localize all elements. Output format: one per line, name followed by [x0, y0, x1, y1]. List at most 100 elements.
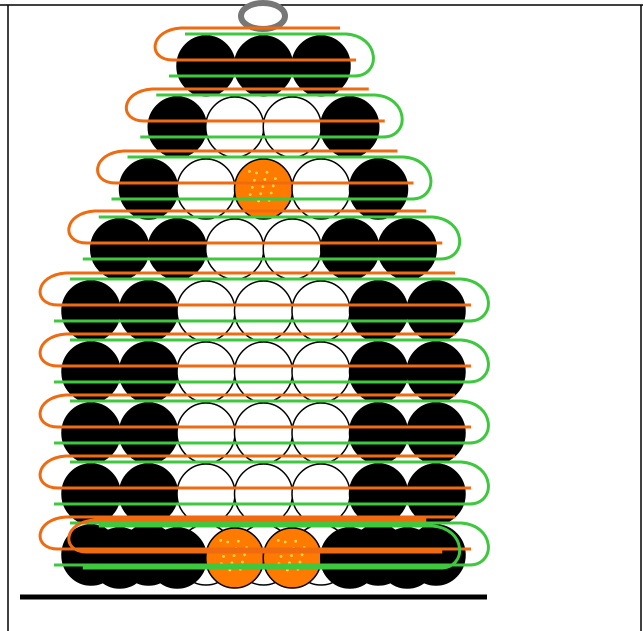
bead-white — [176, 341, 236, 403]
bead-dot — [274, 177, 277, 181]
bead-black — [61, 463, 121, 525]
bead-white — [176, 463, 236, 525]
green-thread-segment — [54, 521, 490, 567]
bead-dot — [269, 191, 273, 195]
bead-dot — [276, 539, 280, 542]
bead-black — [320, 96, 380, 158]
bead-black — [320, 527, 380, 589]
bead-dot — [230, 561, 234, 565]
bead-dot — [248, 193, 252, 197]
bead-white — [262, 218, 322, 280]
bead-black — [406, 341, 466, 403]
bead-black — [377, 218, 437, 280]
bead-dot — [288, 561, 291, 565]
bead-black — [348, 402, 409, 464]
bead-dot — [259, 192, 263, 196]
orange-thread-segment — [38, 393, 471, 429]
bead-dot — [265, 170, 269, 174]
bead-white — [205, 218, 265, 280]
bead-white — [291, 402, 351, 464]
bead-black — [377, 527, 437, 589]
bead-dot — [279, 555, 283, 558]
bead-black — [176, 35, 236, 97]
green-thread-segment — [169, 32, 375, 78]
bead-black — [348, 463, 409, 525]
bead-black — [147, 218, 207, 280]
bead-dot — [255, 171, 258, 175]
bead-white — [233, 402, 294, 464]
bead-white — [291, 463, 351, 525]
bead-grid — [61, 35, 466, 589]
green-thread-segment — [54, 399, 490, 445]
green-thread-segment — [140, 93, 404, 139]
bead-black — [61, 402, 121, 464]
bead-black — [348, 158, 409, 220]
bead-dot — [300, 553, 304, 557]
bead-black — [118, 341, 179, 403]
bead-dot — [236, 539, 240, 543]
bead-dot — [248, 170, 251, 173]
hanging-ring-icon — [238, 0, 288, 32]
bead-black — [118, 280, 179, 342]
orange-thread-segment — [96, 149, 414, 185]
bead-black — [348, 341, 409, 403]
green-thread-segment — [82, 215, 462, 261]
bead-black — [406, 463, 466, 525]
orange-thread-segment — [38, 454, 471, 490]
green-thread-segment — [54, 338, 490, 384]
orange-thread-segment — [67, 518, 443, 554]
bead-dot — [263, 178, 267, 181]
orange-thread-segment — [125, 87, 385, 123]
orange-thread-segment — [38, 332, 471, 368]
green-thread-segment — [54, 277, 490, 323]
bead-dot — [298, 560, 302, 564]
bead-white — [205, 96, 265, 158]
bead-dot — [243, 553, 246, 557]
bead-black — [147, 527, 207, 589]
bead-dot — [222, 555, 225, 558]
bead-black — [406, 402, 466, 464]
bead-white — [176, 280, 236, 342]
bead-dot — [241, 560, 244, 564]
orange-thread-segment — [67, 209, 443, 245]
bead-black — [147, 96, 207, 158]
bead-orange — [262, 527, 322, 589]
bead-dot — [283, 540, 287, 544]
bead-white — [262, 96, 322, 158]
green-thread-segment — [54, 460, 490, 506]
bead-dot — [294, 539, 298, 543]
green-thread-segment — [82, 524, 462, 570]
bead-white — [233, 280, 294, 342]
green-thread-segment — [111, 155, 433, 201]
bead-black — [90, 527, 150, 589]
bead-white — [233, 341, 294, 403]
orange-thread-segment — [38, 271, 471, 307]
bead-black — [118, 402, 179, 464]
orange-thread-segment — [38, 515, 471, 551]
bead-black — [233, 35, 294, 97]
bead-dot — [253, 178, 256, 182]
bead-black — [291, 35, 351, 97]
bead-black — [90, 218, 150, 280]
bead-orange — [205, 527, 265, 589]
thread-path — [38, 26, 490, 570]
bead-black — [406, 280, 466, 342]
bead-black — [320, 218, 380, 280]
bead-black — [61, 280, 121, 342]
bead-black — [348, 280, 409, 342]
bead-white — [176, 402, 236, 464]
bead-dot — [290, 554, 293, 557]
bead-black — [118, 463, 179, 525]
bead-black — [61, 341, 121, 403]
bead-white — [291, 341, 351, 403]
bead-dot — [271, 184, 275, 188]
bead-dot — [261, 185, 265, 189]
bead-white — [291, 280, 351, 342]
bead-dot — [232, 554, 236, 557]
bead-dot — [250, 186, 254, 189]
bead-dot — [219, 539, 223, 542]
orange-thread-segment — [153, 26, 356, 62]
bead-white — [233, 463, 294, 525]
